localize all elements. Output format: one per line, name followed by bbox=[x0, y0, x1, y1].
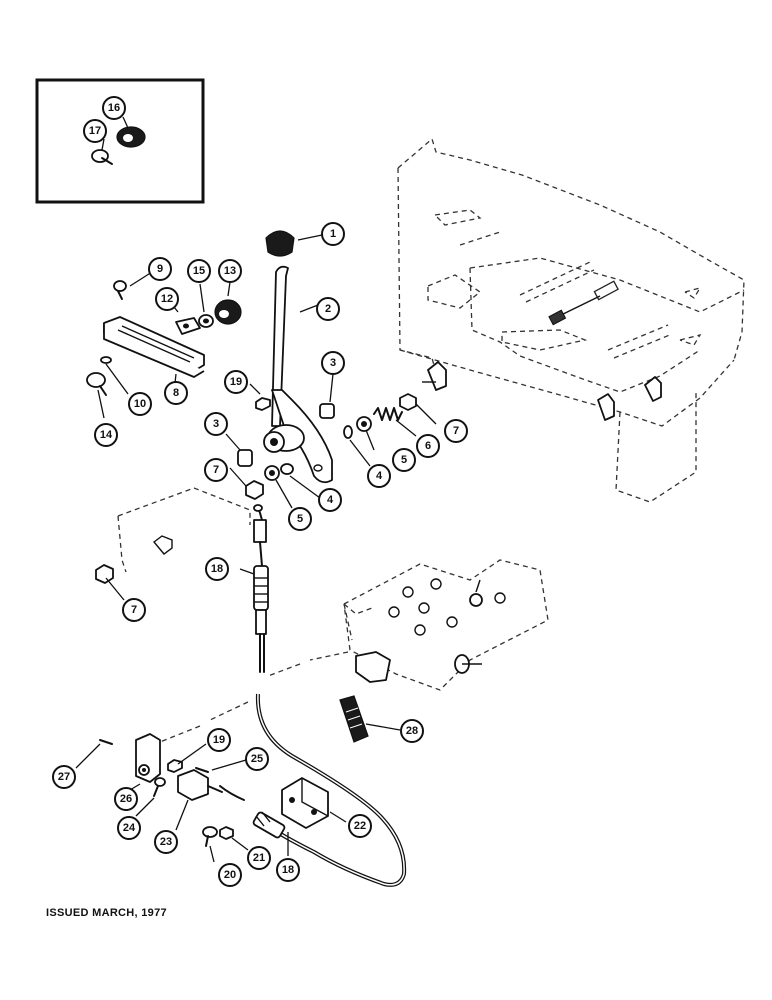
callout-12: 12 bbox=[155, 287, 179, 311]
callout-19-upper: 19 bbox=[224, 370, 248, 394]
callout-labels: 16 17 1 2 3 3 4 4 5 5 6 7 7 7 8 9 10 12 … bbox=[52, 96, 468, 887]
svg-text:10: 10 bbox=[134, 398, 146, 410]
svg-text:9: 9 bbox=[157, 263, 163, 275]
callout-19-lower: 19 bbox=[207, 728, 231, 752]
callout-17: 17 bbox=[83, 119, 107, 143]
callout-26: 26 bbox=[114, 787, 138, 811]
callout-24: 24 bbox=[117, 816, 141, 840]
part-cable-18-upper bbox=[253, 504, 269, 673]
part-knob-1 bbox=[265, 230, 295, 257]
svg-text:15: 15 bbox=[193, 265, 205, 277]
svg-text:20: 20 bbox=[224, 869, 236, 881]
svg-text:12: 12 bbox=[161, 293, 173, 305]
svg-text:7: 7 bbox=[213, 464, 219, 476]
callout-21: 21 bbox=[247, 846, 271, 870]
callout-6: 6 bbox=[416, 434, 440, 458]
svg-text:7: 7 bbox=[131, 604, 137, 616]
svg-text:3: 3 bbox=[330, 357, 336, 369]
valve-block bbox=[343, 559, 549, 691]
callout-5-left: 5 bbox=[288, 507, 312, 531]
svg-text:25: 25 bbox=[251, 753, 263, 765]
hardware-parts bbox=[95, 393, 417, 584]
svg-text:14: 14 bbox=[100, 429, 113, 441]
small-parts-upper-left bbox=[86, 280, 271, 411]
svg-text:7: 7 bbox=[453, 425, 459, 437]
issued-date: ISSUED MARCH, 1977 bbox=[46, 907, 167, 919]
part-bracket-8 bbox=[103, 316, 205, 378]
callout-20: 20 bbox=[218, 863, 242, 887]
callout-4-right: 4 bbox=[367, 464, 391, 488]
dashed-leaders bbox=[159, 651, 349, 743]
svg-text:28: 28 bbox=[406, 725, 418, 737]
part-bracket-22 bbox=[281, 777, 329, 829]
callout-7-left: 7 bbox=[122, 598, 146, 622]
svg-text:17: 17 bbox=[89, 125, 101, 137]
callout-2: 2 bbox=[316, 297, 340, 321]
svg-text:19: 19 bbox=[230, 376, 242, 388]
callout-7-mid: 7 bbox=[204, 458, 228, 482]
callout-1: 1 bbox=[321, 222, 345, 246]
callout-28: 28 bbox=[400, 719, 424, 743]
callout-14: 14 bbox=[94, 423, 118, 447]
svg-text:21: 21 bbox=[253, 852, 265, 864]
svg-text:4: 4 bbox=[376, 470, 383, 482]
svg-text:5: 5 bbox=[401, 454, 407, 466]
callout-25: 25 bbox=[245, 747, 269, 771]
callout-5-right: 5 bbox=[392, 448, 416, 472]
frame-panel bbox=[397, 137, 745, 503]
callout-15: 15 bbox=[187, 259, 211, 283]
inset-box bbox=[35, 78, 205, 204]
svg-text:5: 5 bbox=[297, 513, 303, 525]
svg-text:26: 26 bbox=[120, 793, 132, 805]
svg-text:27: 27 bbox=[58, 771, 70, 783]
callout-3-right: 3 bbox=[321, 351, 345, 375]
svg-text:6: 6 bbox=[425, 440, 431, 452]
svg-text:2: 2 bbox=[325, 303, 331, 315]
callout-18-lower: 18 bbox=[276, 858, 300, 882]
callout-9: 9 bbox=[148, 257, 172, 281]
mounting-plate bbox=[117, 487, 251, 573]
svg-text:19: 19 bbox=[213, 734, 225, 746]
callout-8: 8 bbox=[164, 381, 188, 405]
callout-4-left: 4 bbox=[318, 488, 342, 512]
svg-text:23: 23 bbox=[160, 836, 172, 848]
svg-text:18: 18 bbox=[211, 563, 223, 575]
svg-text:1: 1 bbox=[330, 228, 336, 240]
callout-7-right: 7 bbox=[444, 419, 468, 443]
callout-27: 27 bbox=[52, 765, 76, 789]
leader-lines bbox=[75, 116, 437, 863]
lower-linkage bbox=[99, 733, 234, 847]
callout-16: 16 bbox=[102, 96, 126, 120]
svg-text:18: 18 bbox=[282, 864, 294, 876]
svg-text:4: 4 bbox=[327, 494, 334, 506]
part-cable-18-lower bbox=[219, 693, 407, 887]
callout-13: 13 bbox=[218, 259, 242, 283]
svg-text:16: 16 bbox=[108, 102, 120, 114]
part-lever-2 bbox=[263, 265, 333, 484]
svg-text:13: 13 bbox=[224, 265, 236, 277]
callout-23: 23 bbox=[154, 830, 178, 854]
svg-text:22: 22 bbox=[354, 820, 366, 832]
callout-3-left: 3 bbox=[204, 412, 228, 436]
part-pad-28 bbox=[339, 695, 369, 743]
svg-text:24: 24 bbox=[123, 822, 136, 834]
callout-22: 22 bbox=[348, 814, 372, 838]
svg-text:3: 3 bbox=[213, 418, 219, 430]
svg-text:8: 8 bbox=[173, 387, 179, 399]
callout-18-upper: 18 bbox=[205, 557, 229, 581]
callout-10: 10 bbox=[128, 392, 152, 416]
